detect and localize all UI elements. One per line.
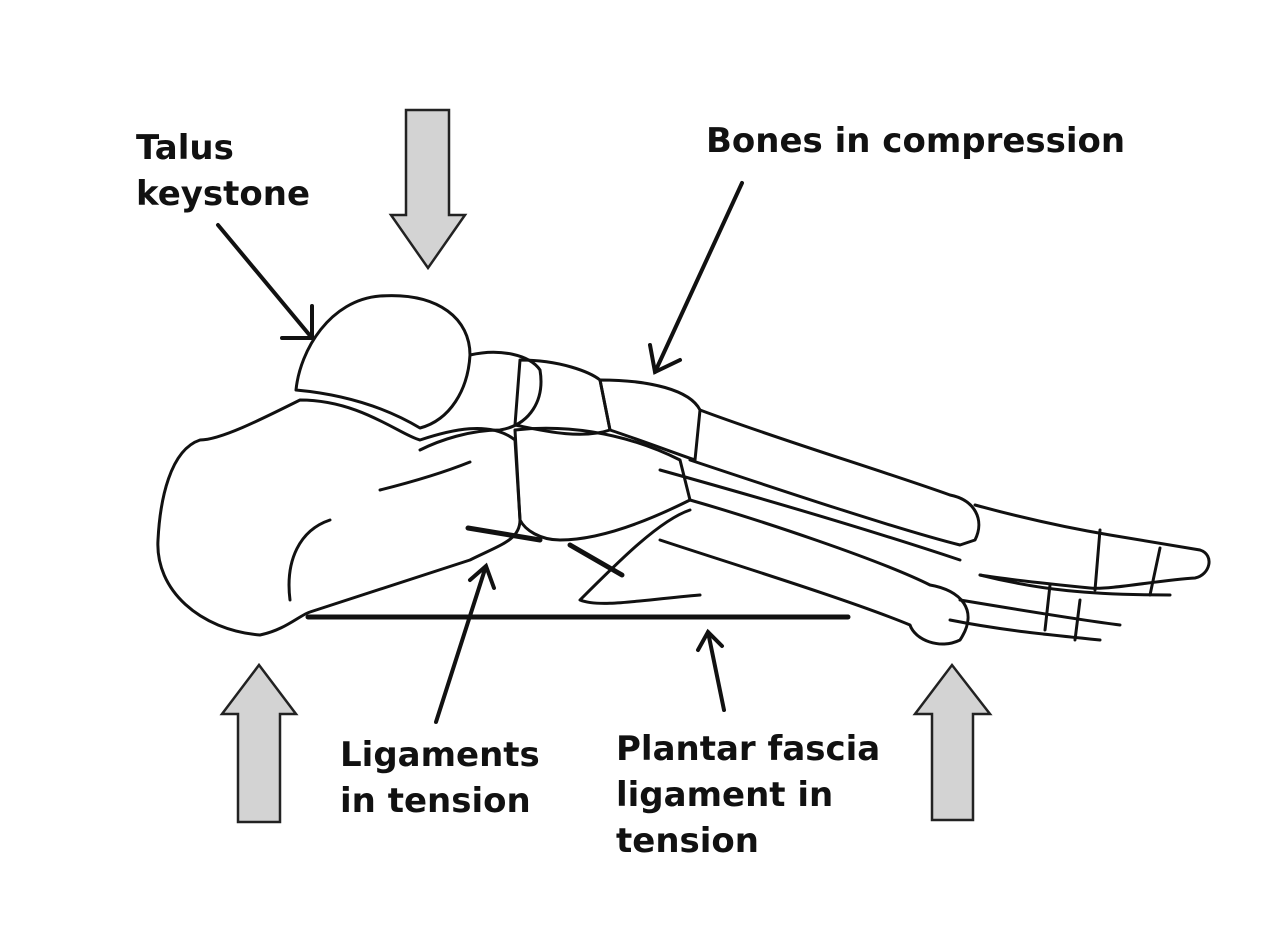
talus-pointer-arrow	[216, 223, 314, 340]
ligaments-tension-label: Ligaments in tension	[340, 735, 540, 821]
fifth-metatarsal-base	[578, 508, 702, 605]
navicular-bone	[513, 358, 612, 436]
toe-joints	[1043, 528, 1162, 642]
calcaneus-bone	[156, 398, 522, 637]
metatarsal-bones	[688, 408, 981, 547]
plantar-pointer-arrow	[696, 628, 726, 712]
metatarsal-middle	[658, 468, 962, 562]
ligament-mark-1	[465, 525, 543, 543]
talus-keystone-label: Talus keystone	[136, 128, 311, 214]
cuneiform-bone	[598, 378, 702, 462]
bones-compression-label: Bones in compression	[706, 121, 1126, 161]
foot-skeleton	[156, 294, 1211, 646]
plantar-fascia-label: Plantar fascia ligament in tension	[616, 729, 881, 861]
metatarsal-lower	[658, 498, 970, 646]
talus-neck	[418, 350, 543, 452]
talus-bone	[294, 294, 472, 430]
support-arrow-left	[219, 662, 299, 824]
support-arrow-right	[912, 662, 993, 822]
load-arrow-down	[388, 108, 468, 271]
calcaneus-detail	[287, 460, 472, 602]
ligaments-pointer-arrow	[434, 562, 496, 724]
toe-phalanges	[973, 503, 1211, 590]
bones-pointer-arrow	[648, 181, 744, 375]
ligament-mark-2	[567, 542, 625, 578]
cuboid-bone	[513, 426, 692, 542]
